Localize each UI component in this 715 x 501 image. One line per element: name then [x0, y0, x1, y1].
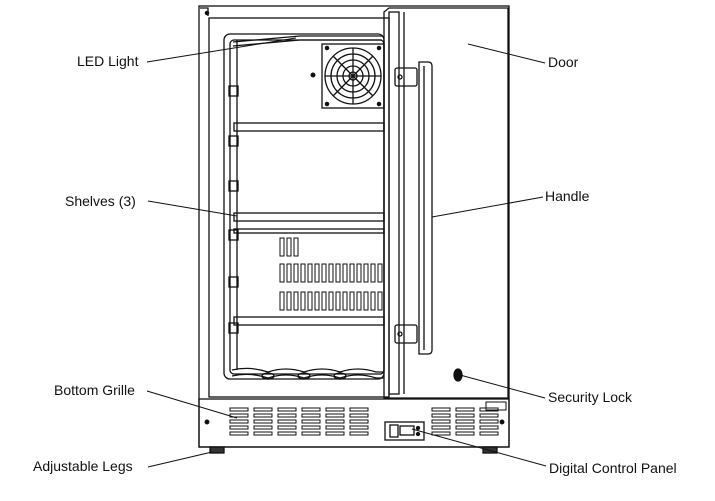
leader-handle [431, 196, 544, 218]
rear-vents [279, 237, 383, 311]
leader-led-light [146, 37, 297, 63]
interior-liner [223, 33, 385, 380]
fan [310, 43, 385, 109]
label-shelves: Shelves (3) [65, 193, 136, 209]
leader-adjustable-legs [147, 451, 213, 468]
bottom-grille [229, 401, 507, 436]
base [198, 398, 510, 448]
label-digital-control-panel: Digital Control Panel [549, 460, 677, 476]
adjustable-legs [209, 446, 498, 454]
label-bottom-grille: Bottom Grille [54, 382, 135, 398]
label-security-lock: Security Lock [548, 389, 633, 405]
bottle-rack [231, 367, 384, 380]
leader-door [467, 43, 546, 64]
label-door: Door [548, 54, 579, 70]
label-led-light: LED Light [77, 53, 139, 69]
leader-lines [146, 37, 547, 468]
digital-control-panel [384, 421, 425, 441]
label-handle: Handle [545, 188, 590, 204]
label-adjustable-legs: Adjustable Legs [33, 458, 133, 474]
handle [394, 61, 433, 355]
leader-security-lock [459, 374, 546, 399]
security-lock [453, 368, 463, 382]
leader-bottom-grille [146, 390, 238, 419]
leader-digital-control-panel [411, 428, 547, 467]
door [383, 7, 509, 399]
leader-shelves [147, 200, 238, 217]
